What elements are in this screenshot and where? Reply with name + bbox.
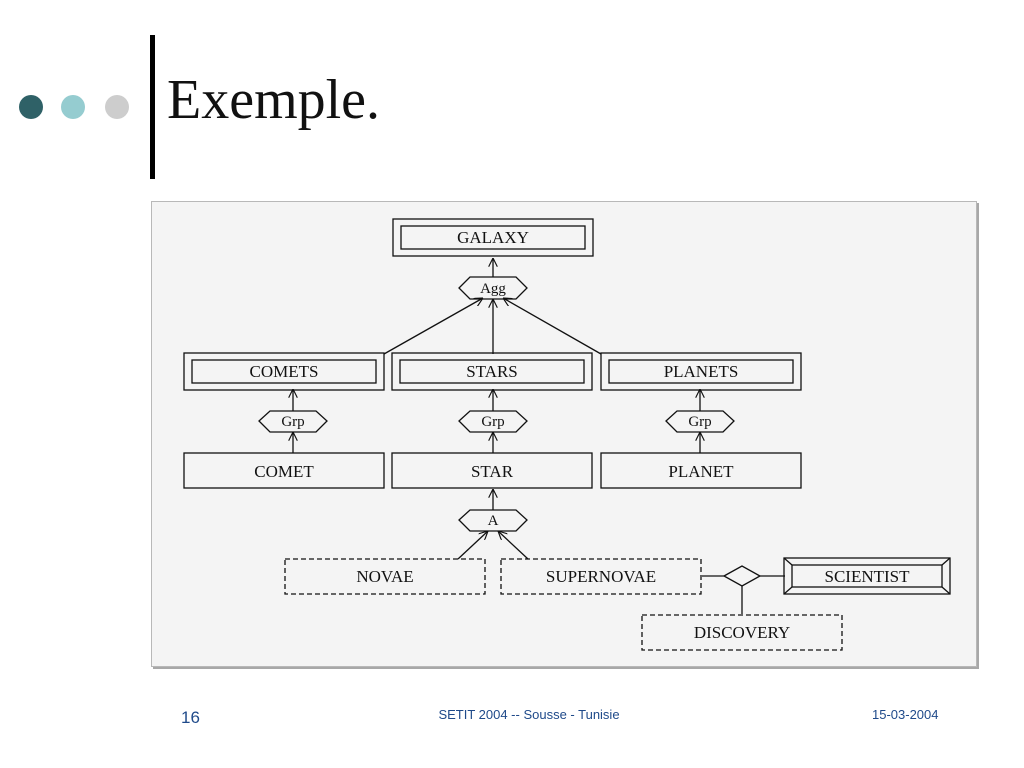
- bullet-dot-light: [61, 95, 85, 119]
- edge-comets-agg: [383, 298, 483, 355]
- constructor-grp-comets: [258, 410, 328, 433]
- entity-supernovae: [500, 558, 702, 595]
- entity-planets: [600, 352, 802, 391]
- edge-novae-a: [457, 531, 488, 560]
- entity-comet: [183, 452, 385, 489]
- label-comet: COMET: [254, 462, 314, 481]
- label-grp-comets: Grp: [281, 414, 304, 430]
- label-grp-planets: Grp: [688, 414, 711, 430]
- constructor-a: [458, 509, 528, 532]
- label-comets: COMETS: [250, 362, 319, 381]
- label-a: A: [488, 513, 499, 529]
- page-number: 16: [181, 708, 200, 727]
- relationship-diamond: [722, 565, 762, 587]
- label-novae: NOVAE: [356, 567, 413, 586]
- label-supernovae: SUPERNOVAE: [546, 567, 656, 586]
- label-planets: PLANETS: [664, 362, 739, 381]
- label-scientist: SCIENTIST: [825, 567, 911, 586]
- slide-title: Exemple.: [167, 69, 381, 131]
- label-star: STAR: [471, 462, 514, 481]
- constructor-grp-planets: [665, 410, 735, 433]
- edge-supernovae-a: [498, 531, 529, 560]
- edge-planets-agg: [503, 298, 602, 355]
- entity-star: [391, 452, 593, 489]
- label-planet: PLANET: [668, 462, 734, 481]
- entity-discovery: [641, 614, 843, 651]
- footer-date: 15-03-2004: [872, 707, 939, 722]
- title-divider: [150, 35, 155, 179]
- entity-stars: [391, 352, 593, 391]
- entity-galaxy: [392, 218, 594, 257]
- label-agg: Agg: [480, 281, 506, 297]
- constructor-agg: [458, 276, 528, 300]
- entity-comets: [183, 352, 385, 391]
- label-galaxy: GALAXY: [457, 228, 529, 247]
- bullet-dot-dark: [19, 95, 43, 119]
- entity-planet: [600, 452, 802, 489]
- entity-scientist: [783, 557, 951, 595]
- diagram-figure: GALAXY COMETS STARS PLANETS COMET STAR P…: [151, 201, 977, 667]
- footer-conference: SETIT 2004 -- Sousse - Tunisie: [438, 707, 620, 722]
- diagram-canvas: GALAXY COMETS STARS PLANETS COMET STAR P…: [183, 218, 951, 651]
- label-grp-stars: Grp: [481, 414, 504, 430]
- label-stars: STARS: [466, 362, 518, 381]
- constructor-grp-stars: [458, 410, 528, 433]
- entity-novae: [284, 558, 486, 595]
- label-discovery: DISCOVERY: [694, 623, 790, 642]
- bullet-dot-gray: [105, 95, 129, 119]
